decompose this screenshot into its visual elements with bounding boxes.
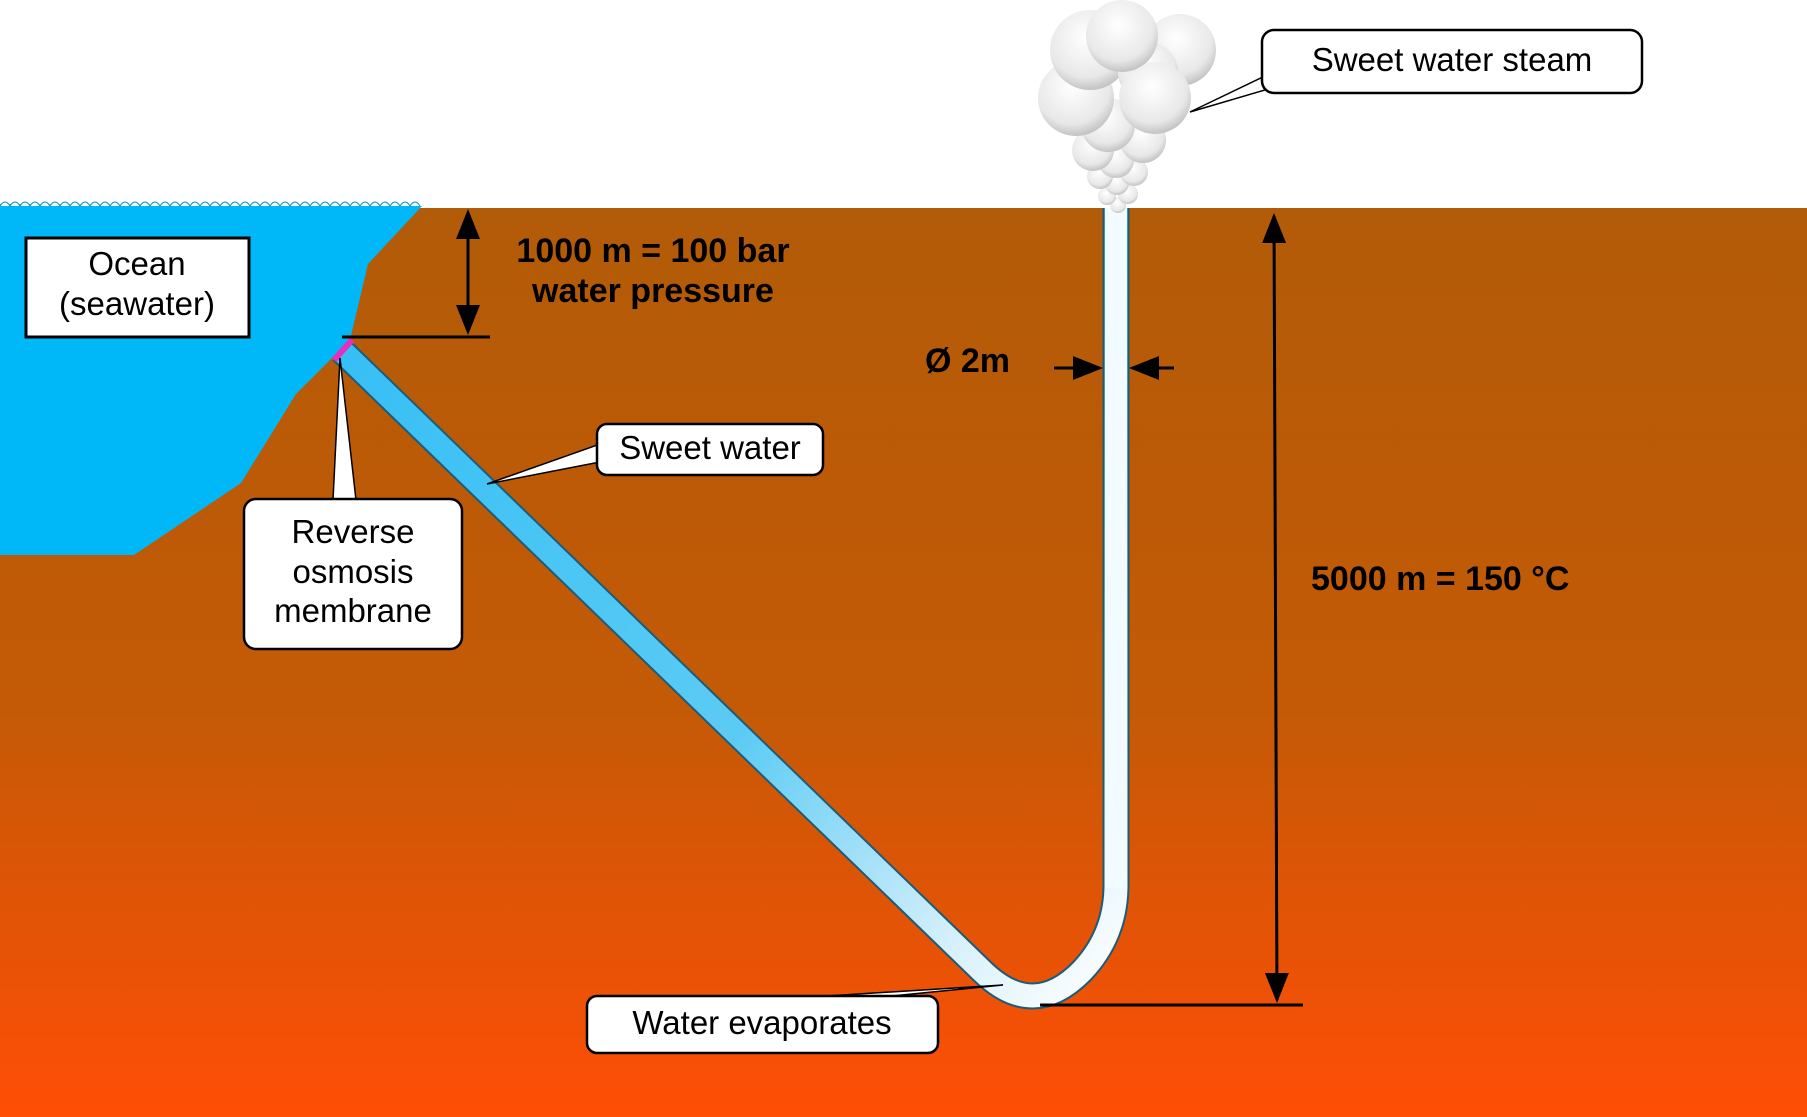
vertical-pipe-fill	[1105, 208, 1127, 888]
steam-callout-text: Sweet water steam	[1312, 41, 1593, 78]
membrane-callout-line1: Reverse	[292, 513, 415, 550]
ocean-waves	[0, 201, 421, 207]
pipe	[333, 208, 1128, 1008]
steam-cloud-icon	[1038, 0, 1216, 213]
pressure-label-line2: water pressure	[531, 272, 774, 310]
steam-callout: Sweet water steam	[1189, 28, 1644, 113]
depth-dimension: 5000 m = 150 °C	[1040, 213, 1569, 1007]
evaporates-callout: Water evaporates	[585, 984, 1004, 1055]
ocean-label-line1: Ocean	[88, 245, 185, 282]
depth-label: 5000 m = 150 °C	[1311, 560, 1569, 598]
diameter-dimension: Ø 2m	[925, 342, 1174, 380]
double-arrow-icon	[1262, 213, 1289, 1003]
evaporates-callout-text: Water evaporates	[632, 1004, 891, 1041]
membrane-callout: Reverse osmosis membrane	[242, 357, 464, 651]
sweet-water-callout-text: Sweet water	[619, 429, 801, 466]
pressure-dimension: 1000 m = 100 bar water pressure	[342, 209, 790, 339]
membrane-callout-line3: membrane	[274, 592, 432, 629]
pressure-label-line1: 1000 m = 100 bar	[516, 232, 789, 270]
ocean-label-line2: (seawater)	[59, 285, 215, 322]
sweet-water-callout: Sweet water	[486, 422, 825, 485]
membrane-callout-line2: osmosis	[292, 553, 413, 590]
ocean-label: Ocean (seawater)	[24, 236, 251, 339]
diameter-label: Ø 2m	[925, 342, 1010, 380]
osmosis-membrane	[331, 337, 355, 363]
